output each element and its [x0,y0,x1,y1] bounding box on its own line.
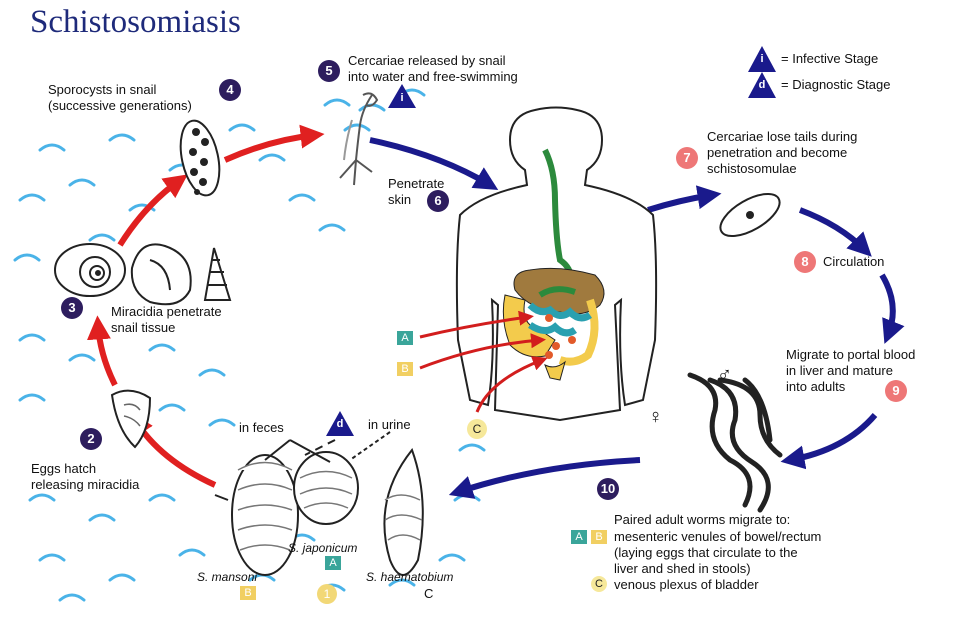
step5-badge: 5 [318,60,340,82]
s-mansoni-label: S. mansoni [197,569,257,585]
step7-badge: 7 [676,147,698,169]
legend-diagnostic-glyph: d [757,77,767,93]
s-haematobium-label: S. haematobium [366,569,453,585]
site-c-badge-step10: C [591,576,607,592]
step6-badge: 6 [427,190,449,212]
step9-line3: into adults [786,379,845,395]
schistosomulum-illustration [714,186,786,245]
eggs-diagnostic-glyph: d [335,416,345,432]
step5-infective-glyph: i [397,90,407,106]
step3-line1: Miracidia penetrate [111,304,222,320]
site-a-badge-step10: A [571,530,587,544]
step9-line1: Migrate to portal blood [786,347,915,363]
legend-infective-glyph: i [757,51,767,67]
site-b-badge-mansoni: B [240,586,256,600]
site-b-badge-body: B [397,362,413,376]
step3-badge: 3 [61,297,83,319]
step2-line1: Eggs hatch [31,461,96,477]
step9-line2: in liver and mature [786,363,893,379]
male-symbol: ♂ [717,365,732,385]
miracidium-illustration [112,391,150,447]
legend-infective-stage: = Infective Stage [781,51,878,67]
step10-line1: Paired adult worms migrate to: [614,512,790,528]
site-c-label-haematobium: C [424,586,433,602]
step7-line1: Cercariae lose tails during [707,129,857,145]
eggs-in-feces-label: in feces [239,420,284,436]
step5-line2: into water and free-swimming [348,69,518,85]
eggs-illustration [215,450,423,575]
step7-line2: penetration and become [707,145,847,161]
site-c-badge-body: C [467,419,487,439]
step2-line2: releasing miracidia [31,477,139,493]
step7-line3: schistosomulae [707,161,797,177]
human-body-illustration [457,108,656,421]
step6-line2: skin [388,192,411,208]
step5-line1: Cercariae released by snail [348,53,506,69]
female-symbol: ♀ [648,407,663,427]
step10-line5: venous plexus of bladder [614,577,759,593]
sporocyst-illustration [174,117,225,199]
page-title: Schistosomiasis [30,4,241,41]
step10-line2: mesenteric venules of bowel/rectum [614,529,821,545]
step2-badge: 2 [80,428,102,450]
site-b-badge-step10: B [591,530,607,544]
step4-badge: 4 [219,79,241,101]
site-a-badge-body: A [397,331,413,345]
step1-badge: 1 [317,584,337,604]
step10-line4: liver and shed in stools) [614,561,751,577]
step10-line3: (laying eggs that circulate to the [614,545,798,561]
legend-diagnostic-stage: = Diagnostic Stage [781,77,890,93]
step3-line2: snail tissue [111,320,175,336]
step8-badge: 8 [794,251,816,273]
s-japonicum-label: S. japonicum [288,540,357,556]
eggs-in-urine-label: in urine [368,417,411,433]
step8-label: Circulation [823,254,884,270]
step4-line2: (successive generations) [48,98,192,114]
step4-line1: Sporocysts in snail [48,82,156,98]
step10-badge: 10 [597,478,619,500]
site-a-badge-japonicum: A [325,556,341,570]
snail-shells-illustration [55,244,230,304]
adult-worms-illustration [690,375,780,510]
step9-badge: 9 [885,380,907,402]
